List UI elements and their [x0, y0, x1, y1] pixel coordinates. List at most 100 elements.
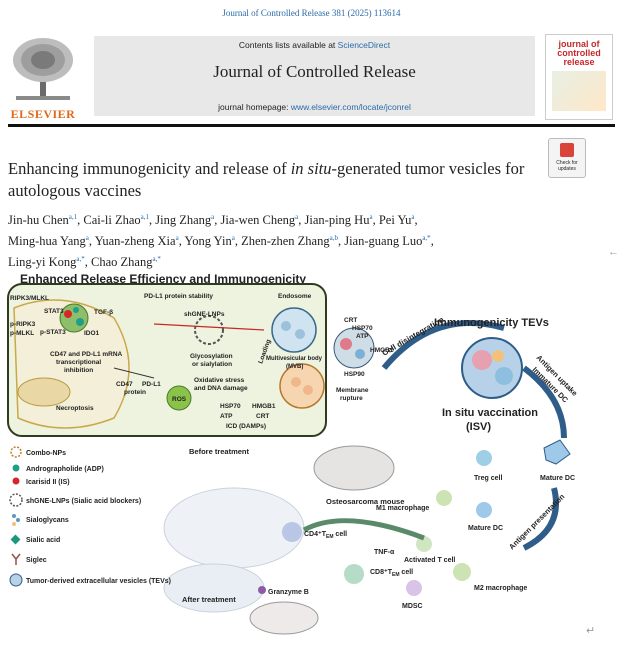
label-isv2: (ISV) — [466, 421, 491, 433]
affiliation-link[interactable]: a — [411, 213, 415, 221]
figure-legend: Combo-NPs Andrographolide (ADP) Icarisid… — [9, 446, 171, 587]
label-before: Before treatment — [189, 447, 250, 456]
arrow-antigen-uptake — [522, 365, 567, 439]
label-p-stat3: p-STAT3 — [40, 329, 66, 336]
affiliation-link[interactable]: a,b — [329, 234, 338, 243]
sciencedirect-link[interactable]: ScienceDirect — [337, 40, 391, 50]
cover-title: journal of controlled release — [557, 39, 601, 67]
elsevier-logo: ELSEVIER — [8, 34, 78, 122]
nucleus — [17, 377, 71, 407]
label-p-mlkl: p-MLKL — [10, 330, 34, 337]
author-name[interactable]: Ling-yi Kong — [8, 255, 77, 270]
legend-label: Andrographolide (ADP) — [26, 466, 104, 473]
affiliation-link[interactable]: a,* — [76, 255, 85, 264]
label-osteosarcoma: Osteosarcoma mouse — [326, 497, 404, 506]
legend-label: Combo-NPs — [26, 450, 66, 457]
tumor-tissue-after — [163, 563, 265, 613]
label-ripk3: RIPK3/MLKL — [10, 295, 49, 302]
label-stat3: STAT3 — [44, 308, 64, 315]
elsevier-tree-icon — [13, 38, 73, 100]
author-name[interactable]: Yuan-zheng Xia — [94, 234, 176, 249]
treated-mouse — [249, 601, 319, 635]
affiliation-link[interactable]: a — [231, 234, 235, 243]
left-arrow-icon: ← — [608, 246, 619, 258]
label-ido1: IDO1 — [84, 330, 100, 337]
affiliation-link[interactable]: a,* — [152, 255, 161, 264]
check-updates-label: Check for updates — [556, 160, 578, 172]
label-crt: CRT — [344, 317, 357, 324]
label-atp: ATP — [356, 333, 369, 340]
label-imm-tevs: Immunogenicity TEVs — [434, 317, 549, 329]
label-atp-in: ATP — [220, 413, 233, 420]
author-name[interactable]: Pei Yu — [378, 213, 412, 228]
arrow-disintegration — [381, 320, 505, 370]
homepage-line: journal homepage: www.elsevier.com/locat… — [218, 102, 411, 112]
label-tgf: TGF-β — [94, 309, 113, 316]
affiliation-link[interactable]: a — [369, 213, 373, 221]
label-protein: protein — [124, 389, 146, 396]
m2-icon — [453, 563, 471, 581]
affiliation-link[interactable]: a — [211, 213, 215, 221]
label-shgne: shGNE-LNPs — [184, 311, 225, 318]
affiliation-link[interactable]: a — [175, 234, 179, 243]
label-hsp70: HSP70 — [352, 325, 373, 332]
author-name[interactable]: Jia-wen Cheng — [220, 213, 296, 228]
affiliation-link[interactable]: a,1 — [140, 213, 150, 221]
label-pdl1: PD-L1 — [142, 381, 161, 388]
author-name[interactable]: Ming-hua Yang — [8, 234, 86, 249]
label-sialy: or sialylation — [192, 361, 232, 368]
mdsc-icon — [406, 580, 422, 596]
author-name[interactable]: Chao Zhang — [91, 255, 153, 270]
tev-icon — [9, 573, 23, 587]
homepage-link[interactable]: www.elsevier.com/locate/jconrel — [290, 102, 411, 112]
affiliation-link[interactable]: a — [85, 234, 89, 243]
lnp-icon — [194, 315, 224, 345]
author-name[interactable]: Jian-guang Luo — [344, 234, 423, 249]
affiliation-link[interactable]: a,* — [422, 234, 431, 243]
bookmark-icon — [560, 143, 574, 157]
label-cd47-mrna: CD47 and PD-L1 mRNA — [50, 351, 123, 358]
label-membrane2: rupture — [340, 395, 363, 402]
author-name[interactable]: Jing Zhang — [155, 213, 212, 228]
label-cd4: CD4⁺TEM cell — [304, 531, 347, 540]
label-inhibition: inhibition — [64, 367, 93, 374]
check-for-updates-button[interactable]: Check for updates — [548, 138, 586, 178]
journal-cover[interactable]: journal of controlled release — [545, 34, 613, 120]
legend-label: Sialoglycans — [26, 517, 69, 524]
arrow-antigen-presentation — [522, 487, 559, 551]
author-name[interactable]: Jin-hu Chen — [8, 213, 69, 228]
affiliation-link[interactable]: a — [295, 213, 299, 221]
label-granzyme: Granzyme B — [268, 589, 309, 596]
label-transcriptional: transcriptional — [56, 359, 101, 366]
graphical-abstract: RIPK3/MLKL STAT3 TGF-β p-RIPK3 p-MLKL p-… — [7, 283, 579, 635]
label-membrane1: Membrane — [336, 387, 369, 394]
figure-title: Enhanced Release Efficiency and Immunoge… — [20, 272, 307, 286]
activated-t-icon — [416, 536, 432, 552]
label-cd47: CD47 — [116, 381, 133, 388]
granzyme-icon — [258, 586, 266, 594]
legend-label: Tumor-derived extracellular vesicles (TE… — [26, 578, 171, 585]
label-pdl1-stability: PD-L1 protein stability — [144, 293, 213, 300]
label-mvb2: (MVB) — [286, 364, 303, 370]
is-dot-icon — [12, 477, 20, 485]
label-dna: and DNA damage — [194, 385, 248, 392]
cd8-icon — [344, 564, 364, 584]
siglec-icon — [11, 553, 21, 565]
author-name[interactable]: Jian-ping Hu — [304, 213, 370, 228]
osteosarcoma-mouse — [313, 445, 395, 491]
affiliation-link[interactable]: a,1 — [68, 213, 78, 221]
label-crt-in: CRT — [256, 413, 269, 420]
m1-icon — [436, 490, 452, 506]
dc-icon — [543, 439, 571, 465]
arrow-to-cd4 — [302, 518, 425, 541]
journal-name: Journal of Controlled Release — [213, 62, 416, 81]
author-name[interactable]: Cai-li Zhao — [83, 213, 141, 228]
author-name[interactable]: Yong Yin — [184, 234, 232, 249]
label-activated: Activated T cell — [404, 557, 455, 564]
adp-dot-icon — [12, 464, 20, 472]
vesicle-cluster — [333, 327, 375, 369]
author-name[interactable]: Zhen-zhen Zhang — [241, 234, 330, 249]
legend-label: Icarisid II (IS) — [26, 479, 70, 486]
author-list: Jin-hu Chena,1, Cai-li Zhaoa,1, Jing Zha… — [8, 213, 434, 270]
journal-reference[interactable]: Journal of Controlled Release 381 (2025)… — [222, 8, 401, 18]
